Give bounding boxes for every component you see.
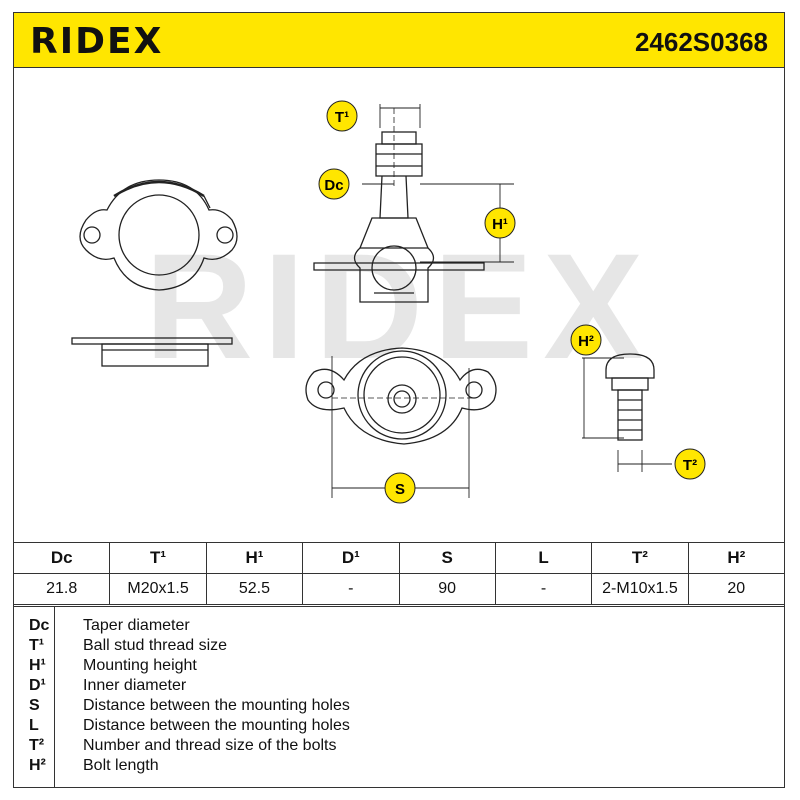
legend-code: L xyxy=(29,717,39,734)
legend-item: T¹ Ball stud thread size xyxy=(13,637,785,657)
bolt-view xyxy=(605,353,655,441)
gasket-top-view xyxy=(79,179,238,291)
ball-joint-side-view xyxy=(313,108,485,303)
callout-h1: H¹ xyxy=(484,207,516,239)
legend-code: D¹ xyxy=(29,677,46,694)
watermark: RIDEX xyxy=(145,222,653,390)
specs-table: Dc T¹ H¹ D¹ S L T² H² 21.8 M20x1.5 52.5 … xyxy=(12,542,786,605)
legend-code: S xyxy=(29,697,40,714)
callout-t1-label: T¹ xyxy=(335,109,349,126)
part-number: 2462S0368 xyxy=(634,27,768,57)
specs-value-row: 21.8 M20x1.5 52.5 - 90 - 2-M10x1.5 20 xyxy=(12,573,786,605)
legend-item: S Distance between the mounting holes xyxy=(13,697,785,717)
callout-h2: H² xyxy=(570,324,602,356)
legend-item: T² Number and thread size of the bolts xyxy=(13,737,785,757)
specs-value-cell: 20 xyxy=(687,573,786,605)
legend-desc: Bolt length xyxy=(83,757,159,774)
legend-desc: Number and thread size of the bolts xyxy=(83,737,337,754)
specs-value-cell: M20x1.5 xyxy=(109,573,207,605)
legend-code: Dc xyxy=(29,617,50,634)
technical-drawing: RIDEX xyxy=(71,100,706,504)
legend-code: T² xyxy=(29,737,45,754)
legend-code: H² xyxy=(29,757,46,774)
specs-header-cell: T¹ xyxy=(109,542,207,574)
legend-desc: Ball stud thread size xyxy=(83,637,228,654)
specs-header-cell: H² xyxy=(687,542,786,574)
callout-t2: T² xyxy=(674,448,706,480)
specs-header-cell: D¹ xyxy=(302,542,400,574)
specs-header-cell: L xyxy=(494,542,593,574)
specs-header-cell: T² xyxy=(591,542,689,574)
legend-item: D¹ Inner diameter xyxy=(13,677,785,697)
legend-item: H² Bolt length xyxy=(13,757,785,777)
specs-header-cell: H¹ xyxy=(205,542,304,574)
callout-dc-label: Dc xyxy=(324,177,343,194)
specs-value-cell: 2-M10x1.5 xyxy=(591,573,689,605)
specs-value-cell: - xyxy=(302,573,400,605)
specs-header-cell: Dc xyxy=(12,542,111,574)
legend-desc: Distance between the mounting holes xyxy=(83,697,350,714)
specs-value-cell: - xyxy=(494,573,593,605)
legend-divider xyxy=(54,606,55,788)
legend-code: H¹ xyxy=(29,657,46,674)
specs-header-row: Dc T¹ H¹ D¹ S L T² H² xyxy=(12,542,786,574)
callout-s-label: S xyxy=(395,481,405,498)
legend-item: L Distance between the mounting holes xyxy=(13,717,785,737)
callout-h1-label: H¹ xyxy=(492,216,508,233)
callout-t2-label: T² xyxy=(683,457,697,474)
legend-item: Dc Taper diameter xyxy=(13,617,785,637)
legend-item: H¹ Mounting height xyxy=(13,657,785,677)
legend-desc: Mounting height xyxy=(83,657,197,674)
ball-joint-bottom-view xyxy=(305,347,497,445)
callout-t1: T¹ xyxy=(326,100,358,132)
specs-header-cell: S xyxy=(398,542,496,574)
header-bar: RIDEX 2462S0368 xyxy=(13,12,785,68)
callout-dc: Dc xyxy=(318,168,350,200)
legend-code: T¹ xyxy=(29,637,45,654)
legend-desc: Taper diameter xyxy=(83,617,190,634)
brand-logo: RIDEX xyxy=(30,21,164,62)
specs-value-cell: 90 xyxy=(398,573,496,605)
specs-value-cell: 21.8 xyxy=(12,573,111,605)
legend: Dc Taper diameter T¹ Ball stud thread si… xyxy=(13,606,785,789)
callout-h2-label: H² xyxy=(578,333,594,350)
specs-value-cell: 52.5 xyxy=(205,573,304,605)
callout-s: S xyxy=(384,472,416,504)
legend-desc: Inner diameter xyxy=(83,677,187,694)
gasket-side-view xyxy=(71,337,233,367)
legend-desc: Distance between the mounting holes xyxy=(83,717,350,734)
